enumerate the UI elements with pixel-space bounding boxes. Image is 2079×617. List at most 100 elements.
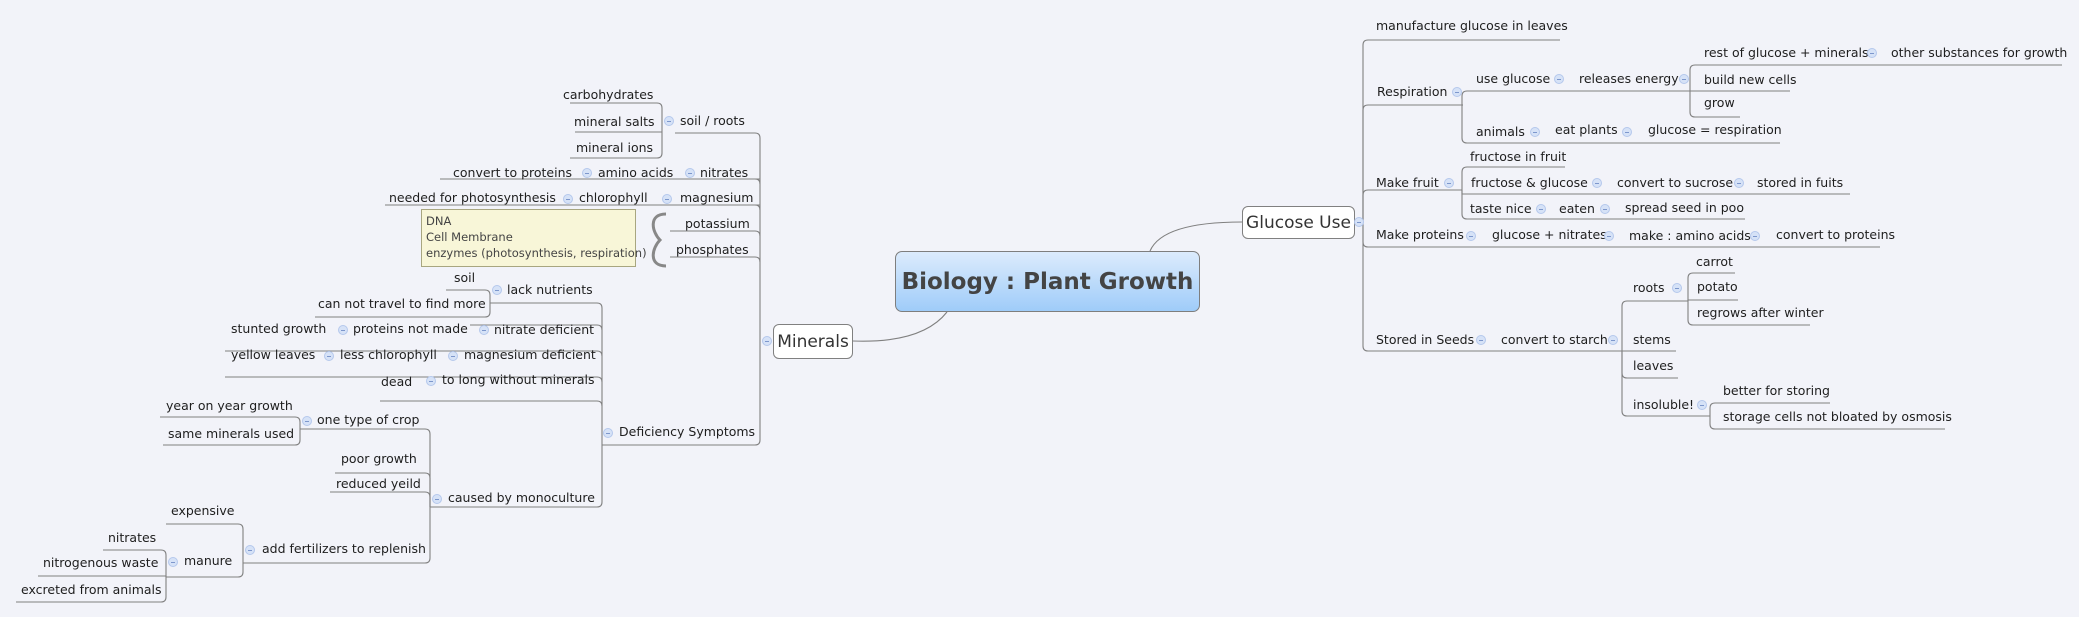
- node-make-fruit[interactable]: Make fruit: [1376, 175, 1439, 190]
- collapse-toggle-roots[interactable]: [1672, 283, 1682, 293]
- collapse-toggle-lack-nutrients[interactable]: [492, 285, 502, 295]
- node-convert-to-sucrose[interactable]: convert to sucrose: [1617, 175, 1734, 190]
- node-eat-plants[interactable]: eat plants: [1555, 122, 1618, 137]
- topic-glucose-use[interactable]: Glucose Use: [1242, 206, 1355, 239]
- topic-minerals[interactable]: Minerals: [773, 324, 853, 359]
- node-build-new-cells[interactable]: build new cells: [1704, 72, 1797, 87]
- node-caused-by-monoculture[interactable]: caused by monoculture: [448, 490, 595, 505]
- collapse-toggle-use-glucose[interactable]: [1554, 74, 1564, 84]
- node-chlorophyll[interactable]: chlorophyll: [579, 190, 648, 205]
- node-stored-in-seeds[interactable]: Stored in Seeds: [1376, 332, 1475, 347]
- node-rest-of-glucose[interactable]: rest of glucose + minerals: [1704, 45, 1869, 60]
- node-convert-to-proteins[interactable]: convert to proteins: [453, 165, 573, 180]
- node-nitrate-deficient[interactable]: nitrate deficient: [494, 322, 595, 337]
- node-expensive[interactable]: expensive: [171, 503, 235, 518]
- node-poor-growth[interactable]: poor growth: [341, 451, 417, 466]
- node-convert-to-starch[interactable]: convert to starch: [1501, 332, 1608, 347]
- collapse-toggle-manure[interactable]: [168, 557, 178, 567]
- node-carbohydrates[interactable]: carbohydrates: [563, 87, 654, 102]
- collapse-toggle-add-fertilizers[interactable]: [245, 545, 255, 555]
- node-reduced-yeild[interactable]: reduced yeild: [336, 476, 421, 491]
- collapse-toggle-make-fruit[interactable]: [1444, 178, 1454, 188]
- collapse-toggle-deficiency-symptoms[interactable]: [603, 428, 613, 438]
- node-soil-roots[interactable]: soil / roots: [680, 113, 745, 128]
- node-soil[interactable]: soil: [454, 270, 476, 285]
- node-taste-nice[interactable]: taste nice: [1470, 201, 1532, 216]
- collapse-toggle-taste-nice[interactable]: [1536, 204, 1546, 214]
- node-other-substances[interactable]: other substances for growth: [1891, 45, 2068, 60]
- node-stems[interactable]: stems: [1633, 332, 1671, 347]
- node-excreted-from-animals[interactable]: excreted from animals: [21, 582, 162, 597]
- collapse-toggle-monoculture[interactable]: [432, 494, 442, 504]
- node-fructose-in-fruit[interactable]: fructose in fruit: [1470, 149, 1567, 164]
- node-fructose-glucose[interactable]: fructose & glucose: [1471, 175, 1588, 190]
- node-make-amino-acids[interactable]: make : amino acids: [1629, 228, 1751, 243]
- collapse-toggle-minerals[interactable]: [762, 336, 772, 346]
- node-year-on-year-growth[interactable]: year on year growth: [166, 398, 293, 413]
- node-potassium[interactable]: potassium: [685, 216, 750, 231]
- node-use-glucose[interactable]: use glucose: [1476, 71, 1551, 86]
- node-releases-energy[interactable]: releases energy: [1579, 71, 1679, 86]
- collapse-toggle-respiration[interactable]: [1452, 87, 1462, 97]
- collapse-toggle-glucose-use[interactable]: [1354, 217, 1364, 227]
- node-respiration[interactable]: Respiration: [1377, 84, 1448, 99]
- collapse-toggle-to-long[interactable]: [426, 376, 436, 386]
- collapse-toggle-amino-acids[interactable]: [582, 168, 592, 178]
- node-spread-seed-in-poo[interactable]: spread seed in poo: [1625, 200, 1744, 215]
- node-storage-cells[interactable]: storage cells not bloated by osmosis: [1723, 409, 1952, 424]
- collapse-toggle-soil-roots[interactable]: [664, 116, 674, 126]
- collapse-toggle-animals[interactable]: [1530, 127, 1540, 137]
- node-insoluble[interactable]: insoluble!: [1633, 397, 1695, 412]
- collapse-toggle-eat-plants[interactable]: [1622, 127, 1632, 137]
- node-animals[interactable]: animals: [1476, 124, 1525, 139]
- node-dead[interactable]: dead: [381, 374, 413, 389]
- collapse-toggle-fructose-glucose[interactable]: [1592, 178, 1602, 188]
- central-topic[interactable]: Biology : Plant Growth: [895, 251, 1200, 312]
- node-make-proteins[interactable]: Make proteins: [1376, 227, 1464, 242]
- node-grow[interactable]: grow: [1704, 95, 1735, 110]
- node-mineral-salts[interactable]: mineral salts: [574, 114, 655, 129]
- node-nitrates[interactable]: nitrates: [700, 165, 749, 180]
- collapse-toggle-nitrate-deficient[interactable]: [479, 325, 489, 335]
- node-can-not-travel[interactable]: can not travel to find more: [318, 296, 486, 311]
- node-manure[interactable]: manure: [184, 553, 233, 568]
- node-better-for-storing[interactable]: better for storing: [1723, 383, 1830, 398]
- node-convert-to-proteins-2[interactable]: convert to proteins: [1776, 227, 1896, 242]
- collapse-toggle-make-amino-acids[interactable]: [1750, 231, 1760, 241]
- node-roots[interactable]: roots: [1633, 280, 1665, 295]
- node-potato[interactable]: potato: [1697, 279, 1738, 294]
- node-mineral-ions[interactable]: mineral ions: [576, 140, 654, 155]
- node-nitrogenous-waste[interactable]: nitrogenous waste: [43, 555, 159, 570]
- node-nitrates-manure[interactable]: nitrates: [108, 530, 157, 545]
- node-leaves[interactable]: leaves: [1633, 358, 1674, 373]
- node-magnesium[interactable]: magnesium: [680, 190, 754, 205]
- collapse-toggle-releases-energy[interactable]: [1679, 74, 1689, 84]
- node-less-chlorophyll[interactable]: less chlorophyll: [340, 347, 437, 362]
- node-deficiency-symptoms[interactable]: Deficiency Symptoms: [619, 424, 756, 439]
- node-eaten[interactable]: eaten: [1559, 201, 1595, 216]
- node-regrows-after-winter[interactable]: regrows after winter: [1697, 305, 1824, 320]
- collapse-toggle-chlorophyll[interactable]: [563, 194, 573, 204]
- node-magnesium-deficient[interactable]: magnesium deficient: [464, 347, 596, 362]
- node-yellow-leaves[interactable]: yellow leaves: [231, 347, 316, 362]
- node-stunted-growth[interactable]: stunted growth: [231, 321, 327, 336]
- node-phosphates[interactable]: phosphates: [676, 242, 749, 257]
- node-glucose-nitrates[interactable]: glucose + nitrates: [1492, 227, 1607, 242]
- node-needed-for-photosynthesis[interactable]: needed for photosynthesis: [389, 190, 556, 205]
- collapse-toggle-magnesium-deficient[interactable]: [448, 351, 458, 361]
- collapse-toggle-convert-to-starch[interactable]: [1608, 335, 1618, 345]
- node-stored-in-fuits[interactable]: stored in fuits: [1757, 175, 1844, 190]
- node-same-minerals-used[interactable]: same minerals used: [168, 426, 295, 441]
- collapse-toggle-nitrates[interactable]: [685, 168, 695, 178]
- node-glucose-respiration[interactable]: glucose = respiration: [1648, 122, 1782, 137]
- node-lack-nutrients[interactable]: lack nutrients: [507, 282, 593, 297]
- node-one-type-of-crop[interactable]: one type of crop: [317, 412, 420, 427]
- collapse-toggle-make-proteins[interactable]: [1466, 231, 1476, 241]
- node-manufacture-glucose[interactable]: manufacture glucose in leaves: [1376, 18, 1568, 33]
- collapse-toggle-rest-of-glucose[interactable]: [1867, 48, 1877, 58]
- node-carrot[interactable]: carrot: [1696, 254, 1733, 269]
- collapse-toggle-glucose-nitrates[interactable]: [1604, 231, 1614, 241]
- node-proteins-not-made[interactable]: proteins not made: [353, 321, 468, 336]
- collapse-toggle-magnesium[interactable]: [662, 194, 672, 204]
- node-add-fertilizers[interactable]: add fertilizers to replenish: [262, 541, 426, 556]
